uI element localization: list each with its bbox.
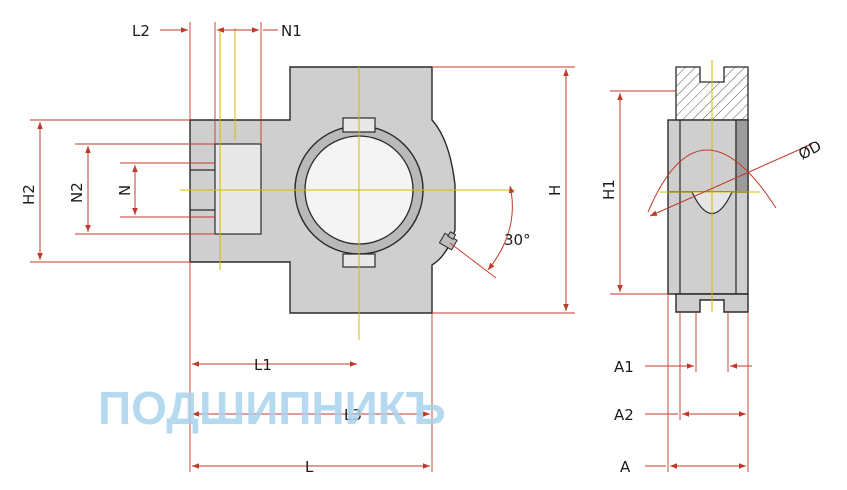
grease-nipple (438, 231, 458, 251)
label-D: ØD (795, 137, 824, 164)
label-A: A (620, 458, 631, 476)
stem-boss (214, 143, 262, 235)
label-A2: A2 (614, 406, 634, 424)
label-N2: N2 (68, 182, 86, 203)
label-L1: L1 (254, 356, 272, 374)
label-H: H (546, 185, 564, 196)
label-L3: L3 (344, 406, 362, 424)
label-A1: A1 (614, 358, 634, 376)
watermark: ПОДШИПНИКЪ (98, 382, 446, 434)
label-N: N (116, 185, 134, 196)
label-H1: H1 (600, 179, 618, 200)
front-view (180, 28, 515, 340)
front-dimensions (30, 22, 575, 472)
label-L: L (305, 458, 314, 476)
label-N1: N1 (281, 22, 302, 40)
label-H2: H2 (20, 184, 38, 205)
side-view (647, 60, 813, 313)
side-seal (735, 119, 749, 193)
side-dimensions (610, 90, 752, 472)
side-body-upper (667, 119, 749, 193)
label-angle: 30° (504, 231, 531, 249)
label-L2: L2 (132, 22, 150, 40)
side-base (675, 293, 749, 313)
